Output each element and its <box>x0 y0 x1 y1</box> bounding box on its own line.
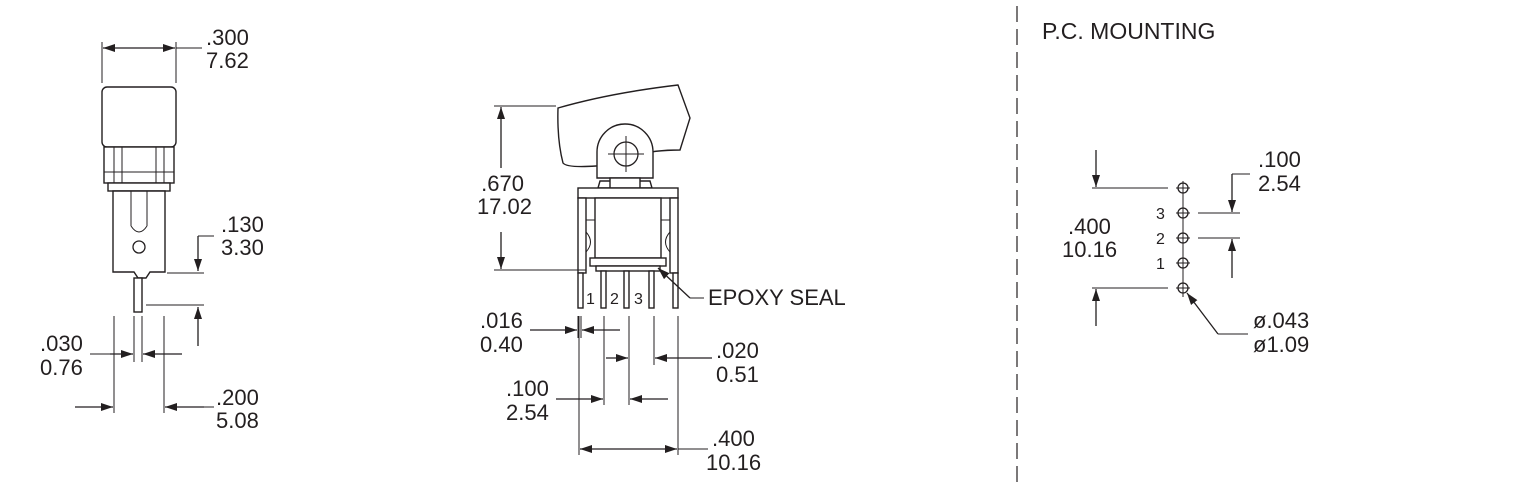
front-pin-label-2: 2 <box>610 291 619 308</box>
dim-pin-pitch-inch: .100 <box>506 376 549 401</box>
dim-pc-span-mm: 10.16 <box>1062 237 1117 262</box>
front-view-dimensions <box>494 105 712 455</box>
pc-hole-label-2: 2 <box>1156 231 1165 248</box>
dim-width-mm: 7.62 <box>206 48 249 73</box>
dim-terminal-spacing-mm: 5.08 <box>216 408 259 433</box>
front-pin-label-3: 3 <box>634 291 643 308</box>
dim-height-inch: .670 <box>481 171 524 196</box>
dim-pin-thickness-mm: 0.40 <box>480 332 523 357</box>
dim-pin-pitch-mm: 2.54 <box>506 400 549 425</box>
side-view-dimensions <box>75 42 214 413</box>
pc-hole <box>1176 207 1190 219</box>
dim-overall-width-inch: .400 <box>712 426 755 451</box>
pc-hole-pattern <box>1176 181 1190 297</box>
front-view: 1 2 3 <box>477 84 846 475</box>
dim-height-mm: 17.02 <box>477 194 532 219</box>
dim-terminal-spacing-inch: .200 <box>216 385 259 410</box>
section-title: P.C. MOUNTING <box>1042 18 1215 44</box>
pc-hole-label-1: 1 <box>1156 256 1165 273</box>
dim-overall-width-mm: 10.16 <box>706 450 761 475</box>
front-pin-label-1: 1 <box>586 291 595 308</box>
side-view-body <box>101 86 177 313</box>
seal-label: EPOXY SEAL <box>708 285 846 310</box>
dim-pin-thickness-inch: .016 <box>480 308 523 333</box>
dim-width-inch: .300 <box>206 25 249 50</box>
pc-hole-label-3: 3 <box>1156 206 1165 223</box>
dim-terminal-offset-mm: 3.30 <box>221 235 264 260</box>
front-view-body <box>557 84 691 309</box>
dim-hole-dia-inch: ø.043 <box>1253 308 1309 333</box>
dim-pin-width-inch: .020 <box>716 338 759 363</box>
pc-hole <box>1176 232 1190 244</box>
pc-hole <box>1176 282 1190 294</box>
dim-terminal-thickness-mm: 0.76 <box>40 355 83 380</box>
dim-terminal-thickness-inch: .030 <box>40 331 83 356</box>
pc-mounting: P.C. MOUNTING 3 2 1 .10 <box>1042 18 1309 357</box>
dim-pc-span-inch: .400 <box>1068 214 1111 239</box>
dim-pc-pitch-inch: .100 <box>1258 147 1301 172</box>
pc-mounting-dimensions <box>1092 150 1250 335</box>
dim-terminal-offset-inch: .130 <box>221 212 264 237</box>
side-view: .300 7.62 .130 3.30 .030 0.76 .200 5.08 <box>40 25 264 433</box>
dim-pin-width-mm: 0.51 <box>716 362 759 387</box>
pc-hole <box>1176 257 1190 269</box>
dim-hole-dia-mm: ø1.09 <box>1253 332 1309 357</box>
pc-hole <box>1176 182 1190 194</box>
dim-pc-pitch-mm: 2.54 <box>1258 171 1301 196</box>
